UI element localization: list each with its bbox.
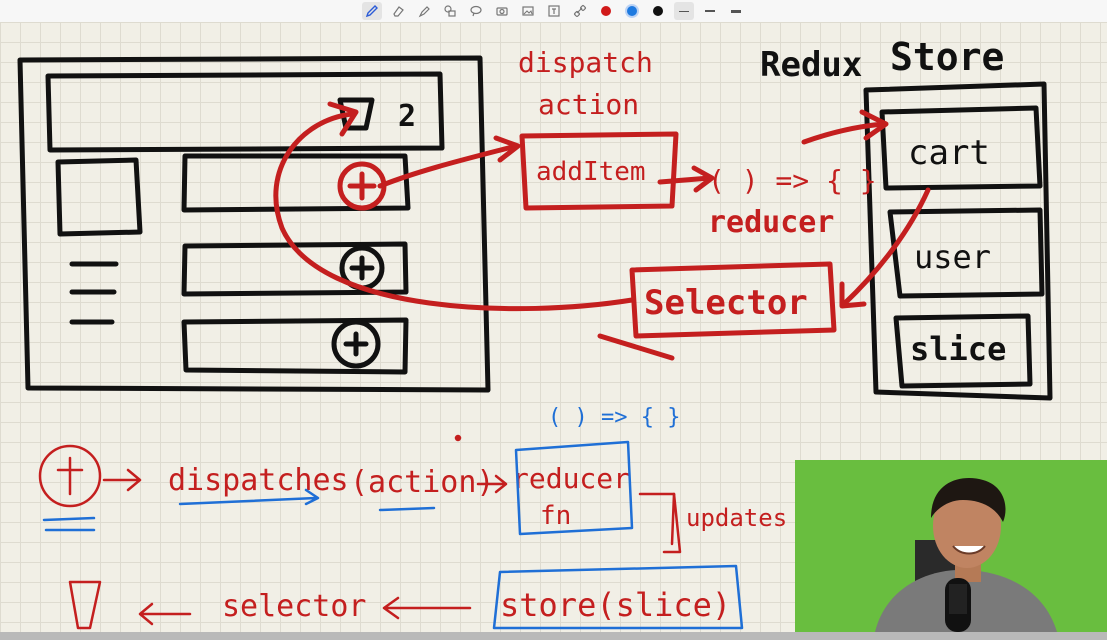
bottom-store: store(slice) (500, 586, 731, 624)
store-to-selector-arrow (841, 187, 931, 307)
lasso-icon[interactable] (466, 2, 486, 20)
user-label: user (914, 238, 991, 276)
action-underline (378, 506, 436, 512)
app-mockup (17, 55, 491, 393)
line-thin[interactable] (673, 2, 694, 20)
whiteboard-canvas: 2 Redux Store cart user slice (17, 35, 1053, 630)
bottom-selector: selector (222, 589, 367, 624)
item-card-2 (181, 241, 409, 297)
bottom-notes-red (38, 434, 682, 630)
selector-label: Selector (644, 283, 808, 323)
cart-slice-box (879, 105, 1043, 191)
link-icon[interactable] (570, 2, 590, 20)
reducer-fn-label: ( ) => { } (708, 164, 877, 197)
bottom-action: (action) (350, 465, 495, 500)
bottom-dispatches: dispatches (168, 463, 349, 498)
store-label: Store (890, 35, 1004, 79)
reducer-label: reducer (708, 205, 834, 240)
bottom-bar (0, 632, 1107, 640)
reducer-to-store-arrow (801, 121, 887, 145)
dispatch-arrow (377, 143, 519, 189)
eraser-icon[interactable] (388, 2, 408, 20)
item-card-1 (181, 153, 411, 213)
dispatches-underline (178, 488, 320, 506)
image-icon[interactable] (518, 2, 538, 20)
hair (931, 477, 1006, 522)
header-box (45, 71, 445, 153)
shapes-icon[interactable] (440, 2, 460, 20)
item-card-3 (181, 317, 409, 375)
camera-icon[interactable] (492, 2, 512, 20)
color-blue[interactable] (622, 2, 642, 20)
add-item-box (519, 131, 679, 211)
bottom-updates: updates (686, 504, 787, 532)
selector-box (629, 261, 837, 339)
bottom-reducer: reducer (512, 462, 630, 495)
store-box (863, 81, 1053, 401)
red-flow (273, 101, 931, 361)
cart-count: 2 (398, 99, 416, 134)
image-placeholder (55, 157, 143, 237)
reducer-box (514, 440, 634, 536)
line-medium[interactable] (700, 2, 720, 20)
bottom-fn: fn (540, 501, 571, 531)
slice-label: slice (910, 330, 1006, 368)
color-black[interactable] (648, 2, 668, 20)
presenter-video (795, 460, 1107, 632)
action-label: action (538, 88, 639, 121)
selector-to-ui-arrow (273, 111, 635, 312)
store-slice-box (492, 564, 744, 630)
cart-icon (337, 97, 375, 131)
bottom-notes-blue (42, 440, 744, 630)
webcam-overlay (795, 460, 1107, 632)
text-icon[interactable] (544, 2, 564, 20)
color-red[interactable] (596, 2, 616, 20)
line-thick[interactable] (726, 2, 746, 20)
slice-box (893, 313, 1033, 389)
add-item-label: addItem (536, 157, 646, 187)
pen-icon[interactable] (361, 2, 382, 20)
plus-underline (42, 516, 96, 532)
user-slice-box (887, 207, 1045, 299)
highlighter-icon[interactable] (414, 2, 434, 20)
dispatch-label: dispatch (518, 46, 653, 79)
selector-underline (597, 333, 675, 361)
blue-fn-note: ( ) => { } (548, 405, 680, 430)
redux-label: Redux (760, 45, 862, 85)
cart-label: cart (908, 133, 990, 173)
drawing-toolbar (0, 0, 1107, 23)
